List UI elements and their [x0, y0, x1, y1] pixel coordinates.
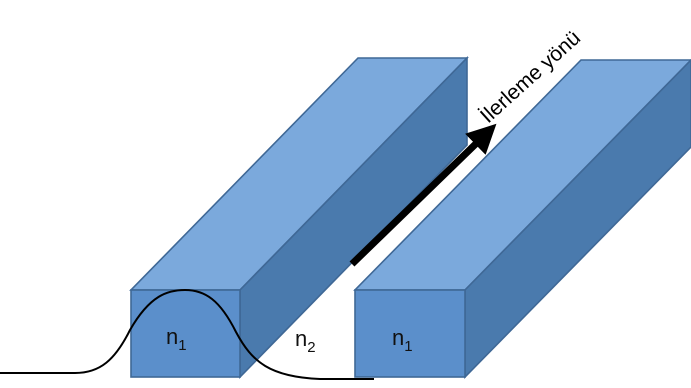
gap-index-label: n2: [295, 326, 316, 356]
left-core-index-base: n: [166, 324, 178, 349]
right-waveguide: [353, 58, 691, 379]
left-waveguide-front-face: [130, 289, 241, 378]
mode-profile-curve: [0, 288, 374, 380]
arrow-up-right-icon: [349, 123, 497, 267]
left-waveguide: [129, 56, 469, 379]
gap-index-sub: 2: [307, 339, 315, 356]
right-core-index-sub: 1: [404, 338, 412, 355]
left-core-index-label: n1: [166, 324, 187, 354]
gap-index-base: n: [295, 326, 307, 351]
left-core-index-sub: 1: [178, 337, 186, 354]
right-waveguide-front-face: [354, 289, 466, 378]
right-core-index-label: n1: [392, 325, 413, 355]
right-core-index-base: n: [392, 325, 404, 350]
